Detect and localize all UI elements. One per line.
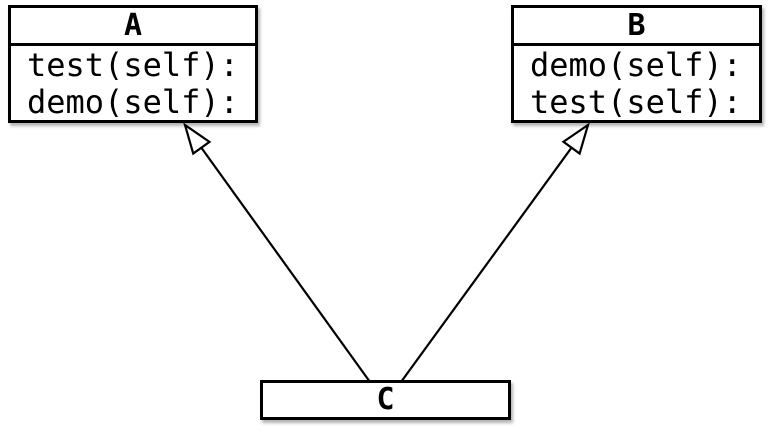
- class-a-methods: test(self): demo(self):: [11, 46, 255, 121]
- class-a-name: A: [11, 8, 255, 46]
- inheritance-edge-c-to-a: [185, 125, 371, 383]
- class-b-name: B: [514, 8, 759, 46]
- method-label: test(self):: [27, 46, 239, 84]
- method-label: demo(self):: [530, 46, 742, 84]
- class-b-methods: demo(self): test(self):: [514, 46, 759, 121]
- class-box-c: C: [260, 380, 511, 420]
- class-box-a: A test(self): demo(self):: [8, 5, 258, 123]
- class-box-b: B demo(self): test(self):: [511, 5, 762, 123]
- method-label: test(self):: [530, 83, 742, 121]
- inheritance-edge-c-to-b: [400, 125, 588, 383]
- class-c-name: C: [376, 382, 395, 417]
- method-label: demo(self):: [27, 83, 239, 121]
